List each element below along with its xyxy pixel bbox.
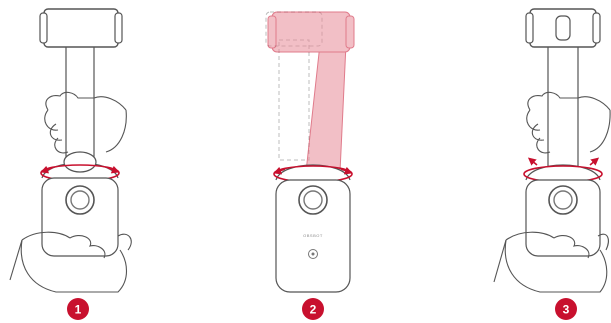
rotate-knob [64,152,96,172]
extension-arm [548,40,578,172]
step-1-illustration [10,9,131,292]
tilted-arm [268,12,354,172]
svg-text:1: 1 [75,303,82,317]
ghost-original-arm [279,40,309,160]
step-badge-3: 3 [555,298,577,320]
step-badge-1: 1 [67,298,89,320]
svg-text:2: 2 [310,303,317,317]
brand-label: OBSBOT [303,233,323,238]
extension-arm [66,40,94,168]
step-2-illustration: OBSBOT [266,12,354,292]
step-3-illustration [494,9,610,292]
step-badge-2: 2 [302,298,324,320]
svg-text:3: 3 [563,303,570,317]
phone-clamp [40,9,122,47]
phone-clamp [526,9,600,47]
